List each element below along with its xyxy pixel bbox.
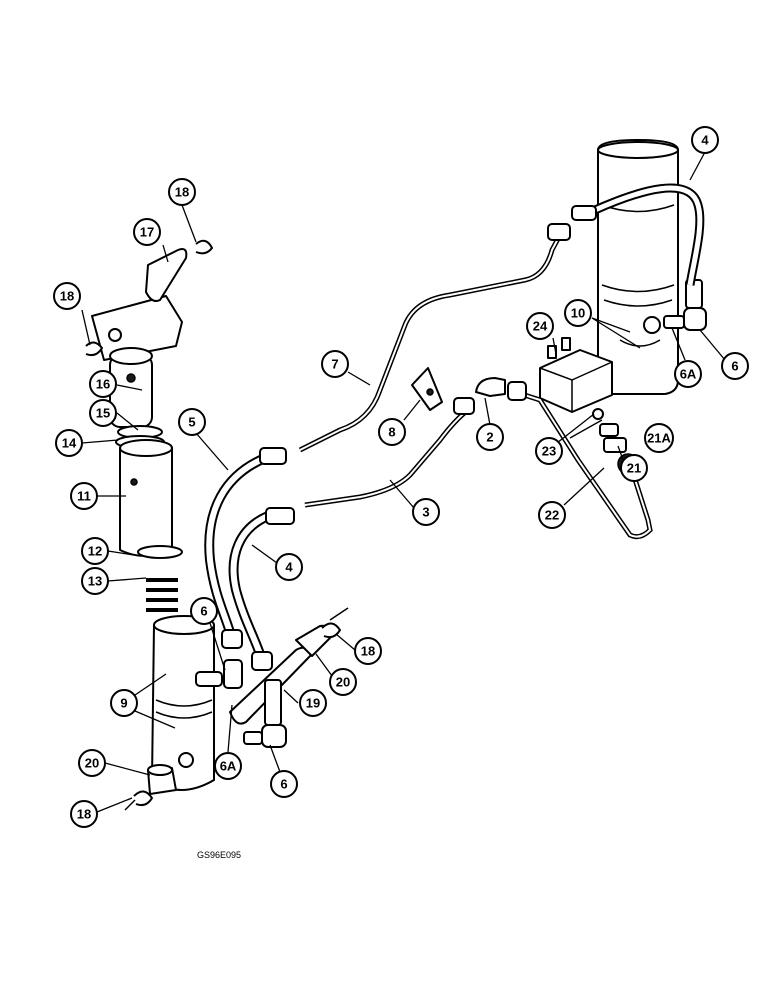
callout-label: 3 (422, 505, 429, 520)
hose-lower (228, 507, 295, 671)
callout-21: 21 (620, 454, 648, 482)
callout-label: 4 (701, 133, 709, 148)
tube-3 (304, 377, 506, 508)
callout-10: 10 (564, 299, 592, 327)
callout-label: 18 (77, 807, 91, 822)
callout-label: 18 (175, 185, 189, 200)
callout-15: 15 (89, 399, 117, 427)
callout-label: 24 (533, 319, 548, 334)
callout-label: 12 (88, 544, 102, 559)
callout-label: 2 (486, 430, 493, 445)
bracket-8 (411, 367, 443, 411)
callout-11: 11 (70, 482, 98, 510)
tube-22 (507, 381, 653, 540)
callout-24: 24 (526, 312, 554, 340)
callout-label: 22 (545, 508, 559, 523)
callout-5: 5 (178, 408, 206, 436)
callout-label: 6A (220, 759, 237, 774)
callout-label: 5 (188, 415, 195, 430)
callout-9: 9 (110, 689, 138, 717)
callout-label: 6 (280, 777, 287, 792)
callout-label: 16 (96, 377, 110, 392)
left-cylinder-assembly (91, 248, 243, 791)
callout-22: 22 (538, 501, 566, 529)
callout-label: 18 (361, 644, 375, 659)
bushing-20 (147, 764, 177, 795)
hose-5 (204, 447, 287, 649)
valve-block (539, 337, 613, 413)
callout-6a-right: 6A (674, 360, 702, 388)
callout-6a-left: 6A (214, 752, 242, 780)
callout-19: 19 (299, 689, 327, 717)
callout-label: 21 (627, 461, 641, 476)
callout-label: 14 (62, 436, 77, 451)
right-cylinder (597, 139, 679, 395)
callout-label: 6 (200, 604, 207, 619)
hose-upper-right (571, 183, 705, 286)
callout-18-top: 18 (168, 178, 196, 206)
callout-label: 17 (140, 225, 154, 240)
callout-4-upper: 4 (691, 126, 719, 154)
callout-18-bottom: 18 (70, 800, 98, 828)
callout-18-right: 18 (354, 637, 382, 665)
callout-12: 12 (81, 537, 109, 565)
callout-7: 7 (321, 350, 349, 378)
callout-16: 16 (89, 370, 117, 398)
leader-lines (81, 151, 726, 813)
callout-label: 6 (731, 359, 738, 374)
lower-elbow-fitting (243, 679, 287, 748)
callout-label: 13 (88, 574, 102, 589)
figure-code: GS96E095 (197, 850, 241, 860)
callout-label: 10 (571, 306, 585, 321)
callout-label: 20 (85, 756, 99, 771)
callout-label: 7 (331, 357, 338, 372)
callout-4-lower: 4 (275, 553, 303, 581)
callout-label: 23 (542, 444, 556, 459)
callout-label: 19 (306, 696, 320, 711)
callout-6-lower: 6 (270, 770, 298, 798)
callout-8: 8 (378, 418, 406, 446)
callout-label: 21A (647, 431, 671, 446)
callout-label: 18 (60, 289, 74, 304)
callout-18-left: 18 (53, 282, 81, 310)
callout-label: 11 (77, 489, 91, 504)
callout-20-left: 20 (78, 749, 106, 777)
callout-label: 8 (388, 425, 395, 440)
callout-21a: 21A (644, 423, 674, 453)
callout-23: 23 (535, 437, 563, 465)
callouts: 4 18 17 18 10 24 6 6A 7 16 15 14 5 8 2 2… (53, 126, 749, 828)
callout-label: 20 (336, 675, 350, 690)
callout-label: 15 (96, 406, 110, 421)
callout-2: 2 (476, 423, 504, 451)
parts-layer (85, 139, 707, 811)
callout-13: 13 (81, 567, 109, 595)
callout-6-right: 6 (721, 352, 749, 380)
callout-14: 14 (55, 429, 83, 457)
callout-label: 4 (285, 560, 293, 575)
callout-3: 3 (412, 498, 440, 526)
callout-6-left: 6 (190, 597, 218, 625)
tube-7 (298, 223, 571, 453)
retaining-clips (85, 239, 349, 811)
callout-label: 9 (120, 696, 127, 711)
callout-label: 6A (680, 367, 697, 382)
callout-17: 17 (133, 218, 161, 246)
callout-20-right: 20 (329, 668, 357, 696)
